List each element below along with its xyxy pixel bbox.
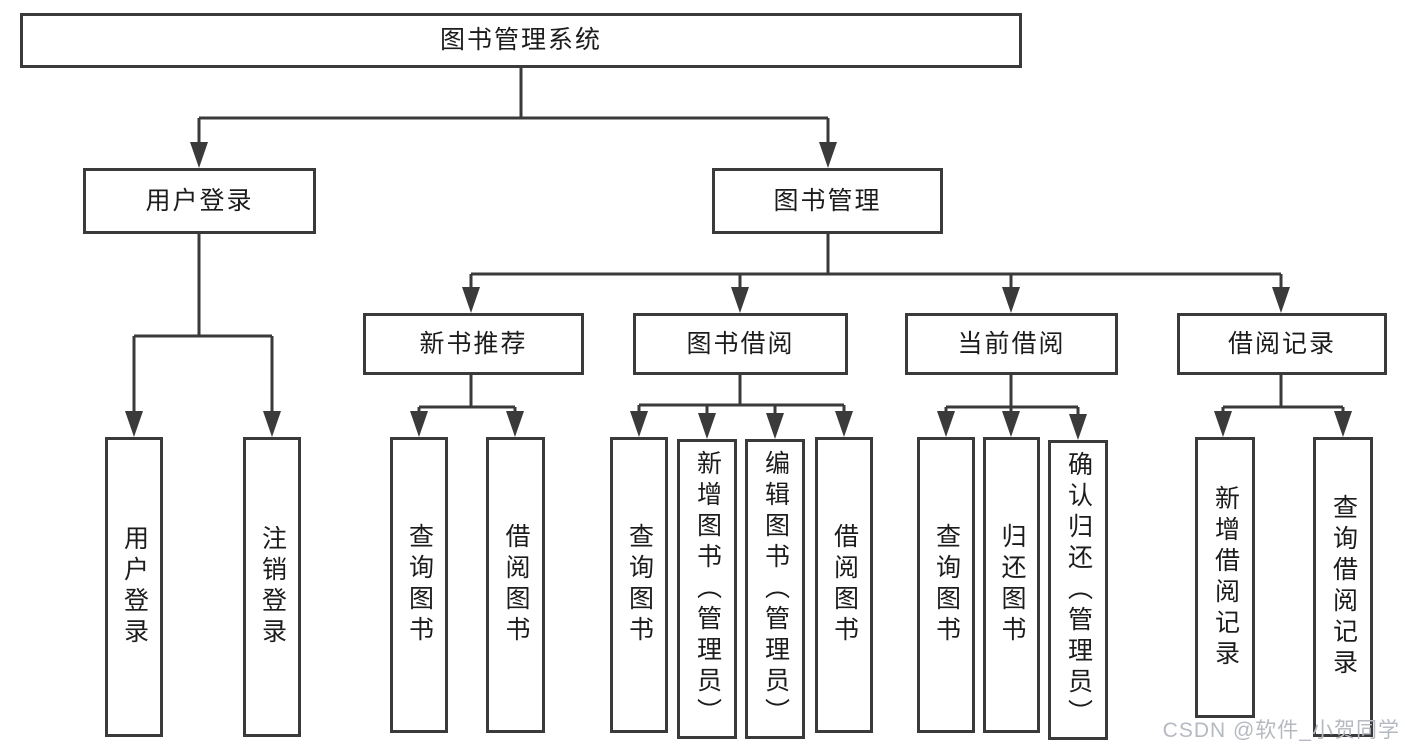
leaf-label: 编辑图书（管理员） <box>761 449 790 729</box>
leaf-edit-book-admin: 编辑图书（管理员） <box>745 439 805 739</box>
leaf-query-books-recommend: 查询图书 <box>390 437 448 733</box>
leaf-label: 确认归还（管理员） <box>1064 450 1093 730</box>
leaf-return-book: 归还图书 <box>983 437 1040 733</box>
leaf-label: 借阅图书 <box>502 523 530 647</box>
leaf-query-books-current: 查询图书 <box>917 437 975 733</box>
leaf-label: 查询图书 <box>405 523 434 647</box>
node-new-book-recommendation: 新书推荐 <box>363 313 584 375</box>
leaf-label: 注销登录 <box>258 525 287 649</box>
leaf-label: 借阅图书 <box>830 523 859 647</box>
node-current-borrowing: 当前借阅 <box>905 313 1118 375</box>
node-label: 图书借阅 <box>686 329 795 358</box>
node-label: 借阅记录 <box>1227 329 1336 358</box>
node-borrowing-records: 借阅记录 <box>1177 313 1387 375</box>
node-label: 图书管理 <box>773 186 882 215</box>
leaf-label: 新增借阅记录 <box>1211 484 1240 671</box>
leaf-add-book-admin: 新增图书（管理员） <box>677 439 737 739</box>
leaf-label: 查询图书 <box>625 523 654 647</box>
leaf-label: 归还图书 <box>998 523 1026 647</box>
leaf-label: 用户登录 <box>120 525 149 649</box>
node-label: 图书管理系统 <box>439 26 602 54</box>
leaf-add-borrow-record: 新增借阅记录 <box>1195 437 1255 718</box>
leaf-query-books-borrow: 查询图书 <box>610 437 668 733</box>
arrowhead-icons <box>125 142 1352 440</box>
leaf-confirm-return-admin: 确认归还（管理员） <box>1048 440 1108 740</box>
leaf-query-borrow-record: 查询借阅记录 <box>1313 437 1373 737</box>
node-library-management-system: 图书管理系统 <box>20 13 1022 68</box>
watermark: CSDN @软件_小贺同学 <box>1162 719 1400 742</box>
node-label: 当前借阅 <box>957 329 1066 358</box>
leaf-label: 查询图书 <box>932 523 961 647</box>
leaf-user-login: 用户登录 <box>105 437 163 737</box>
leaf-label: 新增图书（管理员） <box>693 449 722 729</box>
node-label: 新书推荐 <box>419 329 528 358</box>
node-book-management: 图书管理 <box>712 168 943 234</box>
node-user-login: 用户登录 <box>83 168 316 234</box>
leaf-borrow-books-recommend: 借阅图书 <box>486 437 545 733</box>
connector-lines <box>132 66 1345 420</box>
leaf-logout: 注销登录 <box>243 437 301 737</box>
leaf-label: 查询借阅记录 <box>1329 494 1358 680</box>
node-label: 用户登录 <box>145 186 254 215</box>
node-book-borrowing: 图书借阅 <box>633 313 848 375</box>
leaf-borrow-books: 借阅图书 <box>815 437 873 733</box>
